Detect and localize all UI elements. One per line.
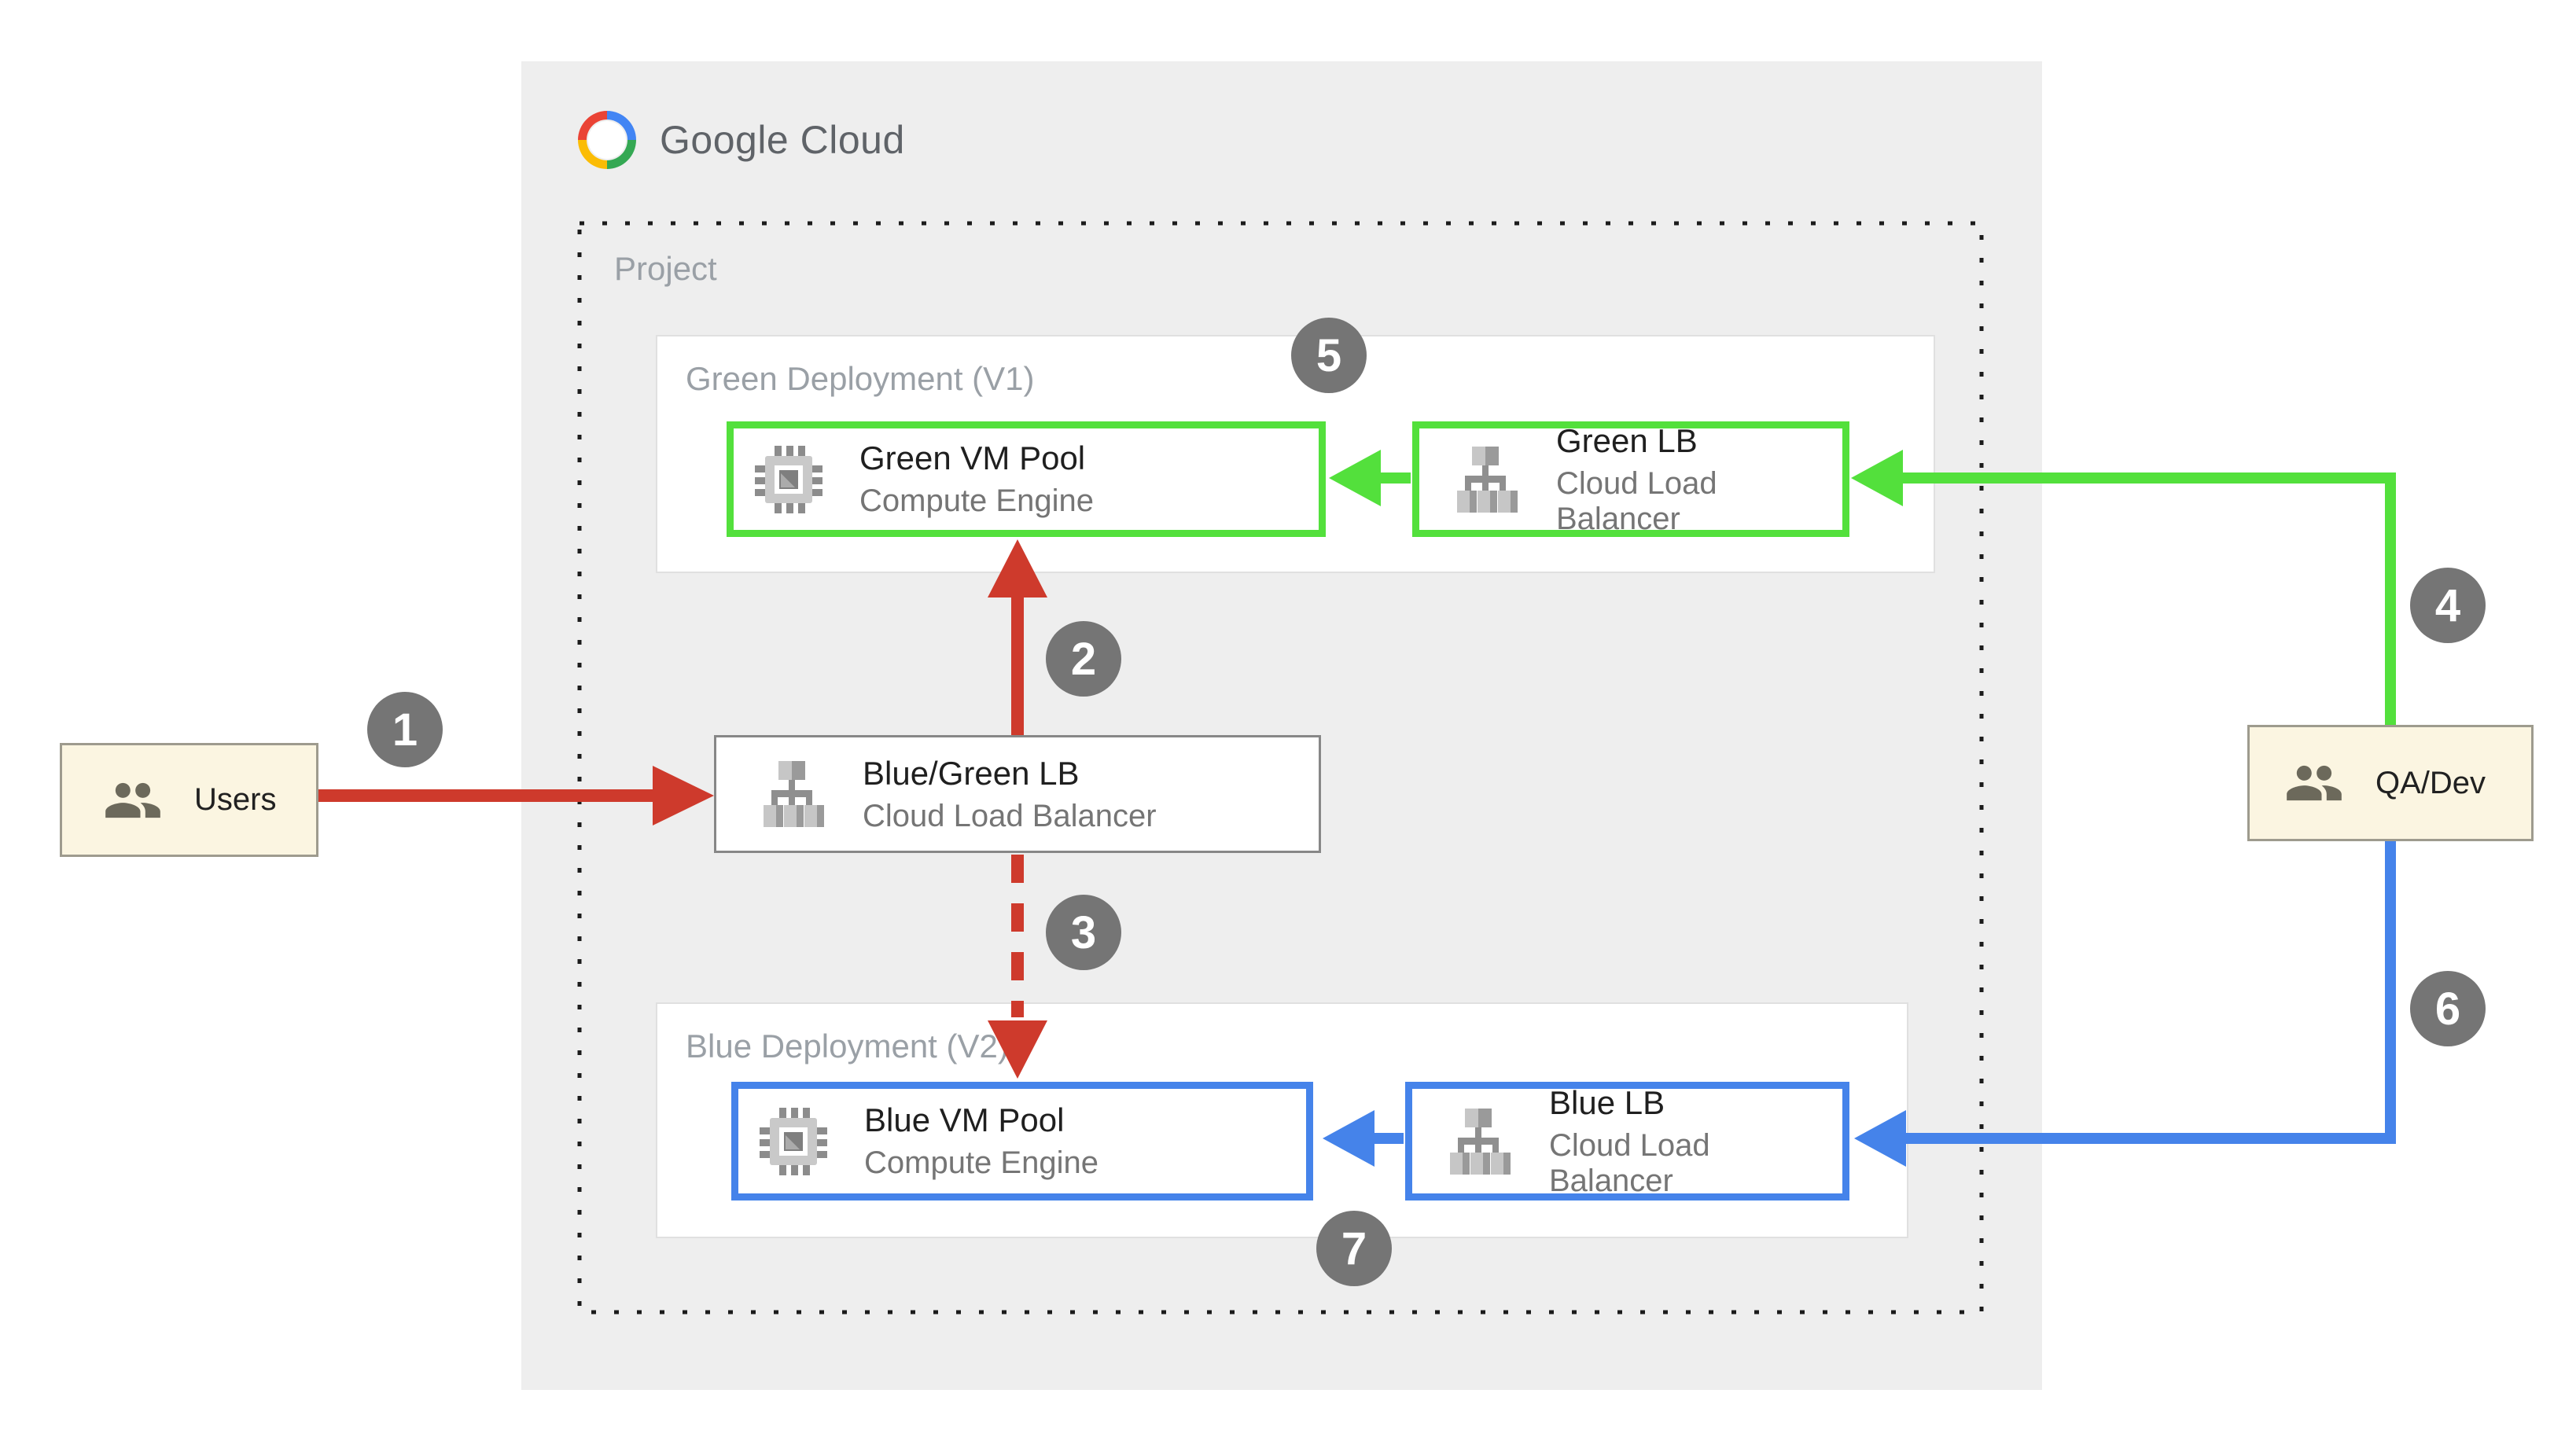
node-subtitle: Compute Engine (859, 484, 1094, 518)
node-text: Blue/Green LB Cloud Load Balancer (863, 755, 1157, 834)
step-badge-4: 4 (2410, 568, 2486, 643)
node-title: Blue VM Pool (864, 1101, 1065, 1138)
node-qa-dev: QA/Dev (2247, 725, 2534, 841)
load-balancer-icon (754, 756, 830, 832)
node-subtitle: Cloud Load Balancer (1556, 465, 1717, 536)
step-badge-2: 2 (1046, 621, 1121, 697)
project-label: Project (614, 250, 717, 287)
node-blue-vm-pool: Blue VM Pool Compute Engine (731, 1082, 1313, 1201)
node-subtitle: Cloud Load Balancer (1549, 1127, 1710, 1198)
node-text: Green VM Pool Compute Engine (859, 439, 1094, 519)
node-text: Blue VM Pool Compute Engine (864, 1101, 1098, 1181)
node-users: Users (60, 743, 318, 857)
node-title: Green LB (1556, 421, 1698, 459)
google-cloud-logo: Google Cloud (565, 98, 905, 182)
node-title: Green VM Pool (859, 439, 1086, 476)
people-icon (2284, 753, 2344, 813)
load-balancer-icon (1441, 1104, 1516, 1179)
actor-label: Users (194, 782, 277, 817)
step-badge-5: 5 (1291, 318, 1367, 393)
node-text: Green LB Cloud Load Balancer (1556, 422, 1842, 537)
google-cloud-logo-text: Google Cloud (660, 118, 905, 162)
node-green-lb: Green LB Cloud Load Balancer (1412, 421, 1849, 537)
node-text: Blue LB Cloud Load Balancer (1549, 1084, 1842, 1199)
people-icon (103, 770, 163, 830)
group-title-green: Green Deployment (V1) (686, 360, 1035, 397)
step-badge-1: 1 (367, 692, 443, 767)
group-title-blue: Blue Deployment (V2) (686, 1028, 1009, 1064)
node-blue-lb: Blue LB Cloud Load Balancer (1405, 1082, 1849, 1201)
actor-label: QA/Dev (2375, 765, 2486, 800)
node-blue-green-lb: Blue/Green LB Cloud Load Balancer (714, 735, 1321, 853)
node-subtitle: Cloud Load Balancer (863, 798, 1157, 833)
node-green-vm-pool: Green VM Pool Compute Engine (727, 421, 1326, 537)
node-subtitle: Compute Engine (864, 1145, 1098, 1180)
step-badge-7: 7 (1316, 1211, 1392, 1286)
load-balancer-icon (1448, 442, 1523, 517)
compute-engine-icon (756, 1104, 831, 1179)
google-cloud-icon (565, 98, 649, 182)
node-title: Blue/Green LB (863, 754, 1080, 792)
google-cloud-icon-center (580, 113, 634, 167)
step-badge-3: 3 (1046, 895, 1121, 970)
step-badge-6: 6 (2410, 971, 2486, 1046)
compute-engine-icon (751, 442, 826, 517)
node-title: Blue LB (1549, 1083, 1665, 1121)
